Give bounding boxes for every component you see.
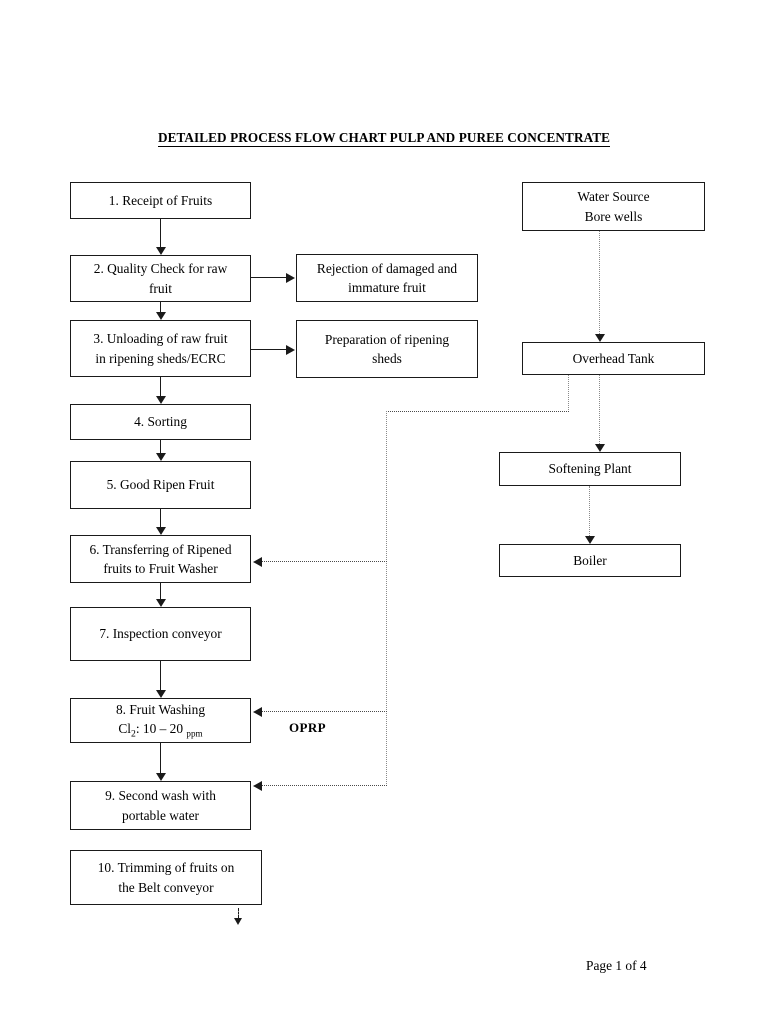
page-footer: Page 1 of 4 [586, 958, 647, 973]
arrowhead-step10-next [233, 918, 242, 925]
process-box-step-4[interactable]: 4. Sorting [70, 404, 251, 440]
boiler-label: Boiler [573, 552, 607, 568]
connector-step2-rejection [251, 277, 286, 278]
connector-overhead-tank-softening-plant [599, 375, 600, 444]
step-6-label-line1: 6. Transferring of Ripened [89, 541, 232, 557]
connector-step4-step5 [160, 440, 161, 453]
utility-box-overhead-tank[interactable]: Overhead Tank [522, 342, 705, 375]
step-8-chem-value: : 10 – 20 [135, 720, 187, 736]
output-box-preparation[interactable]: Preparation of ripening sheds [296, 320, 478, 378]
step-5-label: 5. Good Ripen Fruit [106, 477, 215, 493]
process-box-step-1[interactable]: 1. Receipt of Fruits [70, 182, 251, 219]
utility-box-water-source[interactable]: Water Source Bore wells [522, 182, 705, 231]
step-10-label-line1: 10. Trimming of fruits on [97, 860, 235, 876]
arrowhead-step8-step9 [155, 773, 166, 781]
softening-plant-label: Softening Plant [548, 461, 632, 477]
step-8-chem-subscript: 2 [131, 728, 136, 740]
connector-water-to-step6 [262, 561, 387, 562]
utility-box-boiler[interactable]: Boiler [499, 544, 681, 577]
step-10-label-line2: the Belt conveyor [118, 879, 214, 895]
connector-step7-step8 [160, 661, 161, 690]
process-box-step-7[interactable]: 7. Inspection conveyor [70, 607, 251, 661]
arrowhead-overhead-tank-softening-plant [594, 444, 605, 452]
process-box-step-8[interactable]: 8. Fruit Washing Cl2: 10 – 20 ppm [70, 698, 251, 743]
step-4-label: 4. Sorting [134, 414, 187, 430]
connector-step3-preparation [251, 349, 286, 350]
arrowhead-step2-rejection [286, 272, 295, 283]
arrowhead-step6-step7 [155, 599, 166, 607]
connector-step6-step7 [160, 583, 161, 599]
process-box-step-9[interactable]: 9. Second wash with portable water [70, 781, 251, 830]
connector-water-to-step9 [262, 785, 387, 786]
preparation-label-line2: sheds [372, 351, 402, 366]
preparation-label-line1: Preparation of ripening [324, 331, 450, 347]
connector-water-source-overhead-tank [599, 231, 600, 334]
arrowhead-step7-step8 [155, 690, 166, 698]
water-source-label-line1: Water Source [577, 189, 650, 205]
process-box-step-10[interactable]: 10. Trimming of fruits on the Belt conve… [70, 850, 262, 905]
step-2-label-line2: fruit [148, 280, 173, 296]
step-7-label: 7. Inspection conveyor [99, 626, 222, 642]
connector-step8-step9 [160, 743, 161, 773]
step-9-label-line2: portable water [122, 807, 199, 823]
arrowhead-water-to-step6 [253, 556, 262, 567]
arrowhead-water-to-step9 [253, 780, 262, 791]
arrowhead-step2-step3 [155, 312, 166, 320]
connector-step5-step6 [160, 509, 161, 527]
process-box-step-5[interactable]: 5. Good Ripen Fruit [70, 461, 251, 509]
arrowhead-step3-step4 [155, 396, 166, 404]
step-6-label-line2: fruits to Fruit Washer [103, 561, 218, 576]
step-3-label-line1: 3. Unloading of raw fruit [93, 331, 228, 347]
process-box-step-3[interactable]: 3. Unloading of raw fruit in ripening sh… [70, 320, 251, 377]
page-title-text: DETAILED PROCESS FLOW CHART PULP AND PUR… [157, 130, 611, 147]
output-box-rejection[interactable]: Rejection of damaged and immature fruit [296, 254, 478, 302]
arrowhead-step1-step2 [155, 247, 166, 255]
arrowhead-step5-step6 [155, 527, 166, 535]
connector-water-bus-horizontal [386, 411, 569, 412]
step-8-chemical: Cl2: 10 – 20 ppm [118, 720, 203, 740]
page-title: DETAILED PROCESS FLOW CHART PULP AND PUR… [0, 130, 768, 147]
arrowhead-step3-preparation [286, 344, 295, 355]
arrowhead-step4-step5 [155, 453, 166, 461]
connector-step3-step4 [160, 377, 161, 396]
utility-box-softening-plant[interactable]: Softening Plant [499, 452, 681, 486]
step-1-label: 1. Receipt of Fruits [108, 192, 213, 208]
step-8-chem-unit: ppm [186, 728, 203, 739]
rejection-label-line1: Rejection of damaged and [316, 260, 458, 276]
step-8-label-line1: 8. Fruit Washing [115, 701, 206, 717]
overhead-tank-label: Overhead Tank [572, 350, 655, 366]
step-2-label-line1: 2. Quality Check for raw [93, 261, 228, 277]
connector-water-bus-drop [568, 375, 569, 412]
arrowhead-water-to-step8 [253, 706, 262, 717]
connector-step2-step3 [160, 302, 161, 313]
step-8-chem-prefix: Cl [118, 720, 132, 736]
connector-water-bus-riser [386, 411, 387, 786]
connector-softening-plant-boiler [589, 486, 590, 536]
connector-step10-next [238, 908, 239, 918]
rejection-label-line2: immature fruit [348, 280, 426, 295]
water-source-label-line2: Bore wells [584, 208, 643, 224]
connector-water-to-step8 [262, 711, 387, 712]
arrowhead-water-source-overhead-tank [594, 334, 605, 342]
process-box-step-2[interactable]: 2. Quality Check for raw fruit [70, 255, 251, 302]
step-9-label-line1: 9. Second wash with [105, 788, 216, 804]
connector-step1-step2 [160, 219, 161, 247]
oprp-label: OPRP [289, 720, 326, 735]
process-box-step-6[interactable]: 6. Transferring of Ripened fruits to Fru… [70, 535, 251, 583]
arrowhead-softening-plant-boiler [584, 536, 595, 544]
step-3-label-line2: in ripening sheds/ECRC [95, 350, 226, 366]
